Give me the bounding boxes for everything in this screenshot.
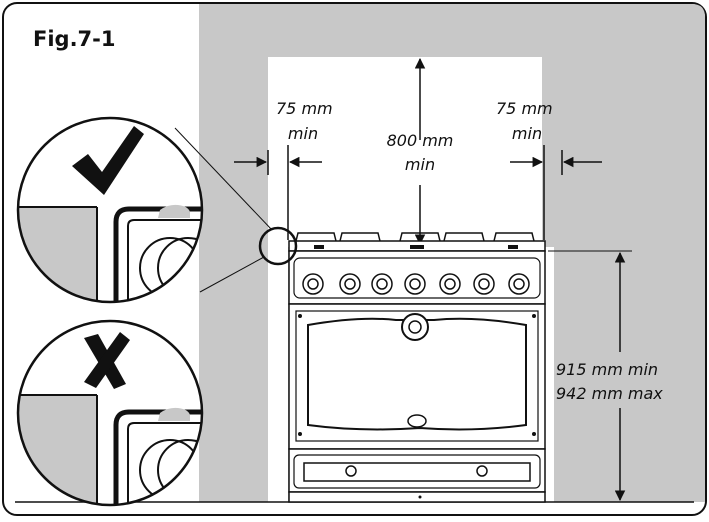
detail-highlight-circle — [258, 226, 298, 266]
left-clearance-value: 75 mm — [276, 99, 333, 118]
detail-leader-top — [174, 127, 273, 231]
left-clearance-qualifier: min — [287, 124, 319, 143]
top-clearance-value: 800 mm — [386, 131, 454, 150]
cross-icon — [84, 332, 130, 389]
detail-leader-bottom — [199, 256, 265, 293]
height-max-label: 942 mm max — [556, 384, 663, 403]
check-icon — [72, 126, 144, 195]
range-cooker — [288, 232, 546, 503]
callout-correct — [16, 116, 204, 304]
right-clearance-value: 75 mm — [496, 99, 553, 118]
height-min-label: 915 mm min — [556, 360, 659, 379]
right-niche — [544, 247, 554, 502]
figure-label: Fig.7-1 — [33, 27, 116, 51]
callout-incorrect — [16, 319, 204, 507]
knob-row — [302, 273, 530, 295]
right-clearance-qualifier: min — [511, 124, 543, 143]
recess-area — [268, 57, 542, 247]
left-niche — [268, 247, 288, 502]
top-clearance-qualifier: min — [404, 155, 436, 174]
